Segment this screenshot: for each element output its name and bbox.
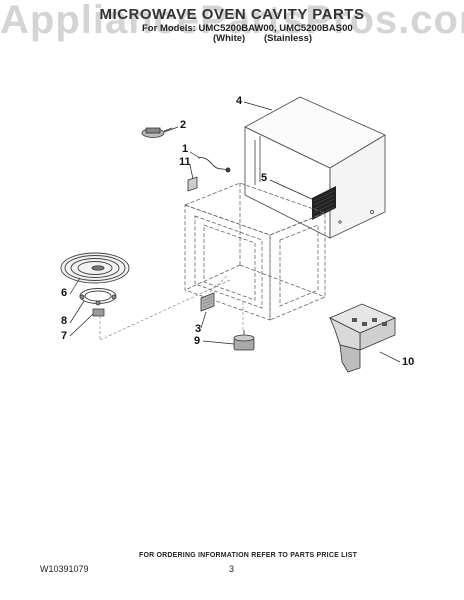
watermark: AppliancePartsPros.com (0, 0, 464, 42)
turntable-motor (233, 330, 255, 351)
bottom-bracket (329, 303, 397, 373)
thermal-fuse (141, 127, 173, 138)
ordering-info: FOR ORDERING INFORMATION REFER TO PARTS … (139, 552, 358, 559)
turntable-tray (60, 252, 130, 284)
oven-cavity (183, 182, 327, 321)
assembly-leaders (99, 274, 244, 341)
turntable-coupler (92, 308, 105, 317)
document-number: W10391079 (40, 564, 89, 574)
roller-ring (79, 288, 117, 306)
callout-5: 5 (261, 172, 268, 184)
page-title: MICROWAVE OVEN CAVITY PARTS (99, 6, 365, 23)
callout-10: 10 (402, 356, 415, 368)
callout-6: 6 (61, 287, 68, 299)
model-stainless-label: (Stainless) (264, 33, 313, 44)
callout-2: 2 (180, 119, 187, 131)
callout-8: 8 (61, 315, 68, 327)
model-white-label: (White) (213, 33, 246, 44)
callout-3: 3 (195, 323, 202, 335)
callout-leaders (69, 101, 401, 363)
vent-grille (312, 186, 336, 220)
wire-harness (197, 157, 231, 173)
callout-7: 7 (61, 330, 68, 342)
callout-1: 1 (182, 143, 189, 155)
small-bracket (187, 176, 198, 192)
outer-cabinet (244, 96, 386, 239)
waveguide-cover (200, 292, 215, 312)
model-list: For Models: UMC5200BAW00, UMC5200BAS00 (142, 23, 353, 34)
callout-11: 11 (179, 156, 191, 168)
callout-4: 4 (236, 95, 243, 107)
page-number: 3 (229, 564, 235, 574)
callout-9: 9 (194, 335, 201, 347)
